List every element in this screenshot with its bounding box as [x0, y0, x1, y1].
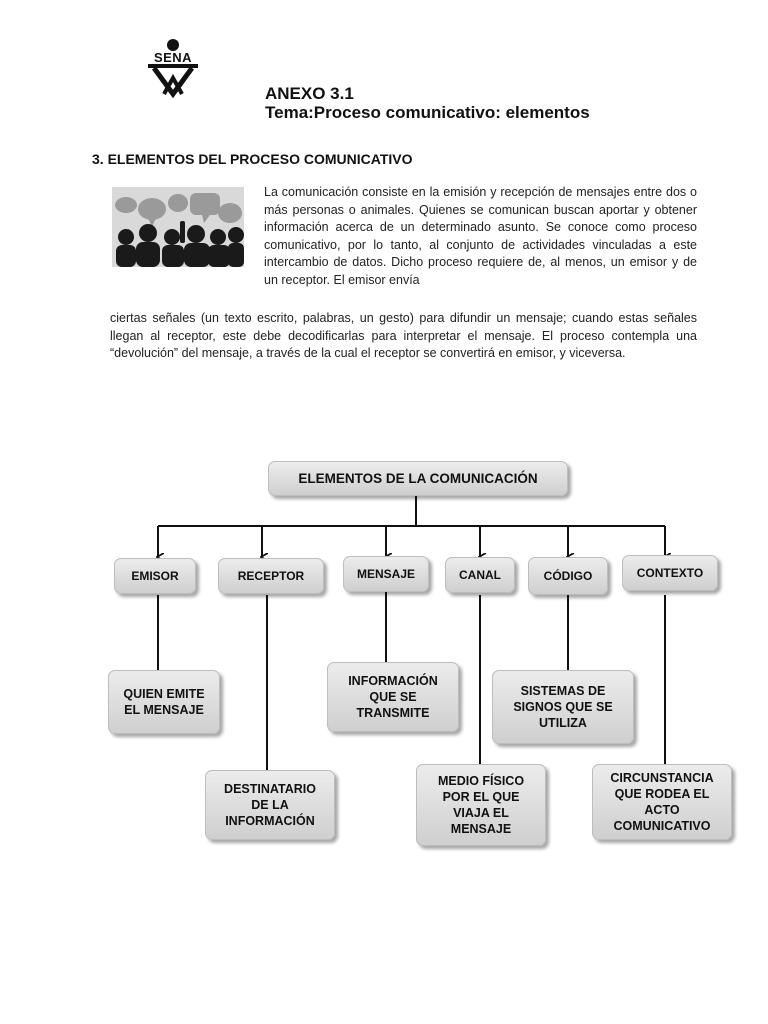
- category-codigo: CÓDIGO: [528, 557, 608, 595]
- annex-title: ANEXO 3.1: [265, 84, 354, 103]
- topic-title: Tema:Proceso comunicativo: elementos: [265, 103, 590, 122]
- description-codigo: SISTEMAS DE SIGNOS QUE SE UTILIZA: [492, 670, 634, 744]
- intro-paragraph: La comunicación consiste en la emisión y…: [264, 185, 697, 287]
- logo-text: SENA: [153, 50, 193, 65]
- root-box: ELEMENTOS DE LA COMUNICACIÓN: [268, 461, 568, 496]
- description-mensaje: INFORMACIÓN QUE SE TRANSMITE: [327, 662, 459, 732]
- description-receptor: DESTINATARIO DE LA INFORMACIÓN: [205, 770, 335, 840]
- category-emisor: EMISOR: [114, 558, 196, 594]
- category-receptor: RECEPTOR: [218, 558, 324, 594]
- description-contexto: CIRCUNSTANCIA QUE RODEA EL ACTO COMUNICA…: [592, 764, 732, 840]
- category-canal: CANAL: [445, 557, 515, 593]
- communication-elements-diagram: ELEMENTOS DE LA COMUNICACIÓN EMISOR RECE…: [0, 440, 768, 870]
- communication-illustration: [112, 187, 244, 267]
- description-emisor: QUIEN EMITE EL MENSAJE: [108, 670, 220, 734]
- diagram-connectors: [0, 496, 768, 770]
- people-talking-icon: [112, 187, 244, 267]
- sena-logo-icon: [148, 39, 198, 99]
- intro-paragraph-continued: ciertas señales (un texto escrito, palab…: [110, 311, 697, 361]
- category-contexto: CONTEXTO: [622, 555, 718, 591]
- sena-logo: SENA: [140, 38, 206, 99]
- category-mensaje: MENSAJE: [343, 556, 429, 592]
- section-heading: 3. ELEMENTOS DEL PROCESO COMUNICATIVO: [92, 151, 413, 167]
- description-canal: MEDIO FÍSICO POR EL QUE VIAJA EL MENSAJE: [416, 764, 546, 846]
